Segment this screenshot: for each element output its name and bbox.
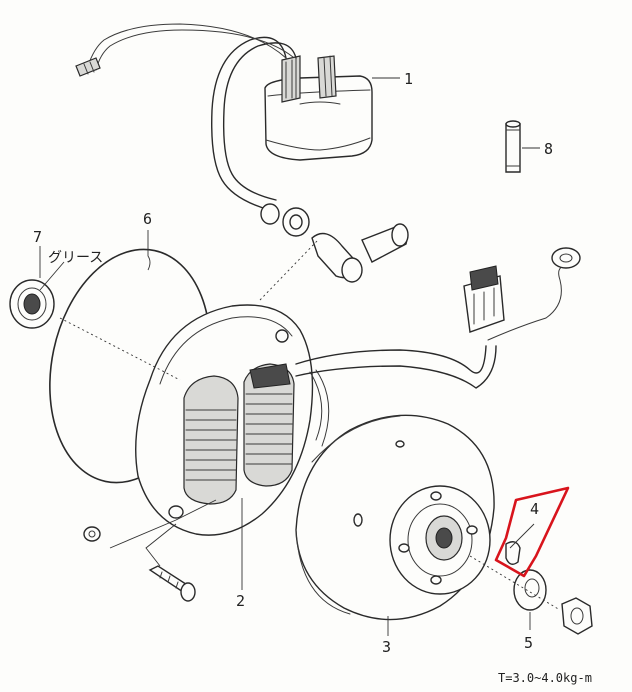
- callout-2: 2: [236, 592, 245, 610]
- stator-screw: [148, 565, 196, 602]
- high-tension-lead: [75, 23, 409, 283]
- torque-spec: T=3.0~4.0kg-m: [498, 671, 592, 685]
- pin-part-8: [505, 120, 521, 173]
- washer: [513, 569, 547, 611]
- callout-5: 5: [524, 634, 533, 652]
- flywheel-nut: [561, 597, 593, 635]
- callout-6: 6: [143, 210, 152, 228]
- callout-8: 8: [544, 140, 553, 158]
- small-washer: [83, 526, 101, 542]
- flywheel-rotor: [295, 414, 495, 621]
- grease-note: グリース: [48, 250, 103, 266]
- woodruff-key: [505, 541, 521, 565]
- leader-lines: [39, 77, 561, 636]
- ignition-coil: [264, 55, 373, 161]
- callout-4: 4: [530, 500, 539, 518]
- stator-base-plate: [135, 304, 330, 536]
- oil-seal: [9, 279, 55, 329]
- highlight-outline: [494, 486, 570, 578]
- callout-3: 3: [382, 638, 391, 656]
- wire-harness: [295, 247, 581, 389]
- callout-1: 1: [404, 70, 413, 88]
- callout-7: 7: [33, 228, 42, 246]
